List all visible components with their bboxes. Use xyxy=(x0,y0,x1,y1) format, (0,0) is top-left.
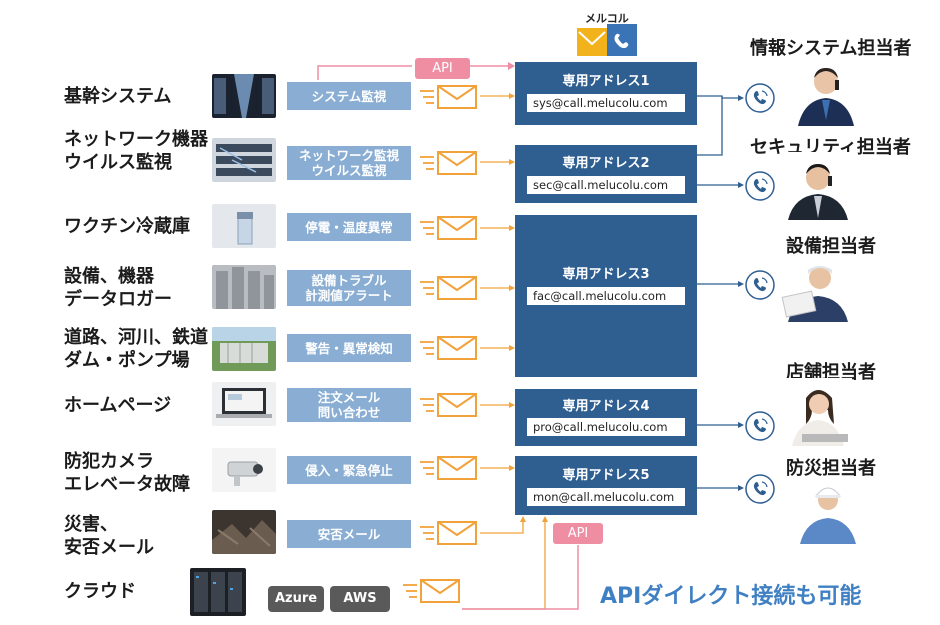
disaster-staff-photo xyxy=(790,476,862,544)
envelope-icon xyxy=(420,393,477,417)
factory-tanks-photo xyxy=(212,265,276,309)
address-email: mon@call.melucolu.com xyxy=(527,488,685,506)
source-label-cloud: クラウド xyxy=(64,581,136,602)
address-email: pro@call.melucolu.com xyxy=(527,418,685,436)
api-label-bottom: API xyxy=(553,523,603,544)
phone-icon xyxy=(745,83,775,113)
event-box-warning: 警告・異常検知 xyxy=(287,334,411,362)
address-box-4: 専用アドレス4 pro@call.melucolu.com xyxy=(515,389,697,446)
phone-icon xyxy=(745,411,775,441)
address-box-5: 専用アドレス5 mon@call.melucolu.com xyxy=(515,456,697,515)
source-label-camera-elevator: 防犯カメラエレベータ故障 xyxy=(64,451,190,495)
envelope-icon xyxy=(420,276,477,300)
person-label-disaster: 防災担当者 xyxy=(786,458,876,479)
address-box-1: 専用アドレス1 sys@call.melucolu.com xyxy=(515,62,697,125)
source-label-infrastructure: 道路、河川、鉄道ダム・ポンプ場 xyxy=(64,327,208,371)
logo-text: メルコル xyxy=(585,12,629,25)
source-label-equipment: 設備、機器データロガー xyxy=(64,266,172,310)
address-title: 専用アドレス5 xyxy=(562,468,650,483)
person-label-it: 情報システム担当者 xyxy=(750,38,912,59)
phone-icon xyxy=(745,474,775,504)
phone-icon xyxy=(745,270,775,300)
address-title: 専用アドレス1 xyxy=(562,74,650,89)
source-label-network: ネットワーク機器ウイルス監視 xyxy=(64,129,208,173)
aws-label: AWS xyxy=(330,586,390,612)
store-woman-photo xyxy=(780,378,852,446)
phone-icon xyxy=(745,171,775,201)
source-label-homepage: ホームページ xyxy=(64,395,172,416)
api-label-top: API xyxy=(415,58,470,79)
event-box-network-monitoring: ネットワーク監視ウイルス監視 xyxy=(287,146,411,180)
envelope-icon xyxy=(420,85,477,109)
call-arrows xyxy=(697,95,744,491)
address-title: 専用アドレス2 xyxy=(562,156,650,171)
envelope-icon xyxy=(420,336,477,360)
network-equipment-photo xyxy=(212,138,276,182)
source-label-vaccine-fridge: ワクチン冷蔵庫 xyxy=(64,216,190,237)
cloud-server-rack-photo xyxy=(190,568,246,616)
api-connector-top xyxy=(317,65,412,80)
person-label-facility: 設備担当者 xyxy=(786,236,876,257)
security-camera-photo xyxy=(212,448,276,492)
api-connector-bottom xyxy=(462,545,579,610)
laptop-photo xyxy=(212,382,276,426)
address-title: 専用アドレス4 xyxy=(562,399,650,414)
azure-label: Azure xyxy=(268,586,324,612)
server-room-photo xyxy=(212,74,276,118)
address-email: fac@call.melucolu.com xyxy=(527,287,685,305)
melcol-logo xyxy=(577,24,637,56)
security-staff-photo xyxy=(782,152,854,220)
source-label-disaster: 災害、安否メール xyxy=(64,514,154,558)
event-box-equipment-trouble: 設備トラブル計測値アラート xyxy=(287,270,411,306)
event-box-power-temperature: 停電・温度異常 xyxy=(287,213,411,241)
disaster-rubble-photo xyxy=(212,510,276,554)
address-box-2: 専用アドレス2 sec@call.melucolu.com xyxy=(515,145,697,203)
vaccine-vial-photo xyxy=(212,204,276,248)
envelope-icon xyxy=(420,216,477,240)
api-arrow-top xyxy=(508,62,515,70)
address-email: sys@call.melucolu.com xyxy=(527,94,685,112)
address-box-3: 専用アドレス3 fac@call.melucolu.com xyxy=(515,215,697,377)
person-label-store: 店舗担当者 xyxy=(786,362,876,383)
facility-worker-photo xyxy=(780,254,852,322)
address-title: 専用アドレス3 xyxy=(562,267,650,282)
envelope-icon xyxy=(403,579,460,603)
api-direct-caption: APIダイレクト接続も可能 xyxy=(600,584,862,609)
source-label-core-system: 基幹システム xyxy=(64,86,172,107)
address-email: sec@call.melucolu.com xyxy=(527,176,685,194)
businessman-photo xyxy=(790,58,862,126)
event-box-order-mail: 注文メール問い合わせ xyxy=(287,388,411,422)
envelope-icon xyxy=(420,521,477,545)
dam-photo xyxy=(212,327,276,371)
event-box-system-monitoring: システム監視 xyxy=(287,82,411,110)
event-box-safety-mail: 安否メール xyxy=(287,520,411,548)
event-box-intrusion: 侵入・緊急停止 xyxy=(287,456,411,484)
envelope-icon xyxy=(420,456,477,480)
envelope-icon xyxy=(420,151,477,175)
